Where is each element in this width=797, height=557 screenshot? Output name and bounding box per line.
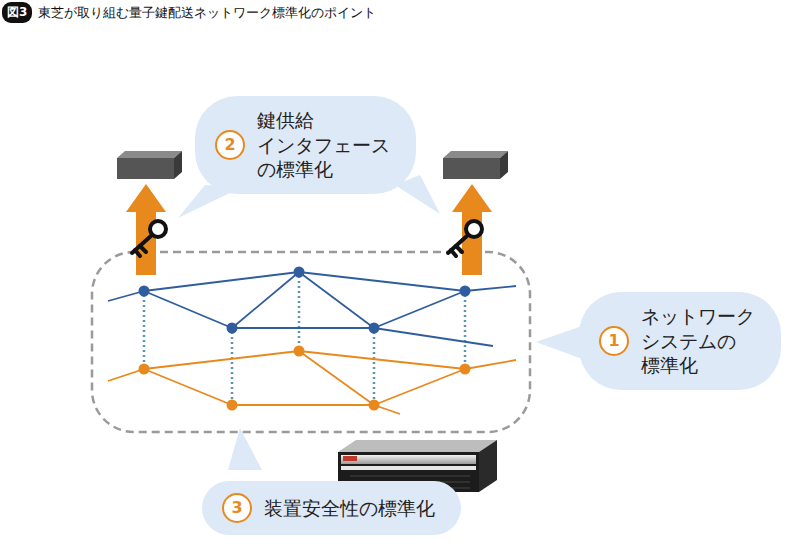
callout-number: 2: [215, 130, 245, 160]
callout-number: 3: [222, 493, 252, 523]
figure-number: 図3: [2, 2, 32, 23]
key-icon: [448, 221, 482, 256]
callout-number: 1: [599, 326, 629, 356]
quantum-network: [108, 351, 516, 414]
key-user-device: [117, 151, 182, 179]
quantum-node: [139, 346, 471, 411]
bubble-tail: [228, 428, 262, 470]
network-region: [92, 252, 530, 432]
callout-text: 装置安全性の標準化: [264, 496, 435, 521]
figure-heading: 図3 東芝が取り組む量子鍵配送ネットワーク標準化のポイント: [2, 2, 376, 23]
key-icon: [132, 221, 166, 256]
figure-title: 東芝が取り組む量子鍵配送ネットワーク標準化のポイント: [38, 4, 376, 22]
callout-number-text: 2: [224, 137, 235, 153]
key-supply-arrow: [126, 184, 166, 275]
key-network: [108, 272, 516, 346]
callout-text: 鍵供給 インタフェース の標準化: [257, 108, 390, 182]
key-node: [139, 267, 471, 334]
layer-link: [144, 276, 465, 401]
callout-number-text: 3: [231, 500, 242, 516]
key-user-device: [443, 151, 508, 179]
callout-bubble: 3 装置安全性の標準化: [202, 481, 461, 535]
bubble-tail: [536, 325, 585, 360]
callout-bubble: 2 鍵供給 インタフェース の標準化: [195, 96, 416, 194]
callout-bubble: 1 ネットワーク システムの 標準化: [579, 292, 781, 390]
key-supply-arrow: [452, 184, 492, 275]
callout-text: ネットワーク システムの 標準化: [641, 304, 755, 378]
callout-number-text: 1: [608, 333, 619, 349]
